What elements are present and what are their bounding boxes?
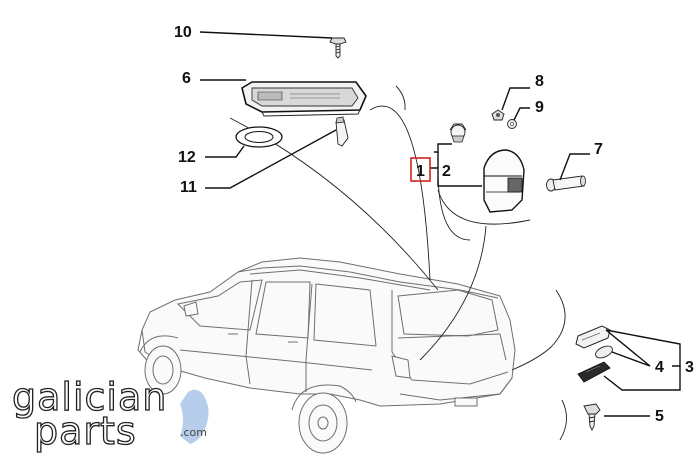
part-10-screw[interactable]	[329, 37, 347, 59]
part-2-bulb[interactable]	[449, 123, 467, 143]
leader-tail-lamp	[419, 225, 487, 361]
leader-9	[513, 107, 530, 121]
leader-1	[430, 167, 482, 187]
plate-lamp-contour	[559, 399, 567, 441]
callout-7: 7	[594, 141, 603, 158]
leader-8	[501, 87, 530, 111]
callout-1-highlight	[410, 157, 431, 182]
vehicle-illustration	[137, 257, 516, 454]
logo-line-2: parts	[34, 409, 137, 453]
logo-suffix: .com	[180, 426, 207, 439]
callout-11: 11	[180, 179, 197, 196]
callout-3: 3	[685, 359, 694, 376]
part-12-gasket[interactable]	[235, 126, 283, 148]
part-4-plate-lamp[interactable]	[575, 325, 614, 383]
tail-lamp-bracket	[437, 175, 471, 241]
part-8-screw[interactable]	[491, 109, 505, 121]
part-1-tail-lamp[interactable]	[483, 149, 525, 213]
part-5-screw[interactable]	[583, 403, 601, 432]
leader-3-lower	[650, 366, 681, 391]
leader-10	[199, 31, 333, 39]
part-11-bulb[interactable]	[335, 116, 349, 147]
leader-12	[205, 145, 245, 158]
callout-6: 6	[182, 70, 191, 87]
callout-5: 5	[655, 408, 664, 425]
callout-1: 1	[416, 163, 425, 180]
leader-7	[559, 153, 590, 181]
front-wheel	[144, 345, 182, 395]
region-map-icon	[180, 389, 209, 444]
rear-wheel	[298, 392, 348, 454]
quarter-window	[313, 283, 377, 347]
rear-window	[397, 289, 499, 337]
callout-10: 10	[174, 24, 192, 41]
leader-11	[205, 129, 337, 189]
leader-3-upper	[605, 329, 681, 367]
galicianparts-logo: galician parts .com	[11, 374, 209, 454]
callout-9: 9	[535, 99, 544, 116]
leader-roof-lamp-b	[369, 105, 431, 281]
callout-2: 2	[442, 163, 451, 180]
vehicle-tail-lamp	[391, 355, 411, 379]
logo-line-1: galician	[12, 375, 167, 419]
part-6-roof-lamp[interactable]	[241, 81, 367, 117]
tail-lamp-contour	[437, 189, 531, 225]
leader-plate-lamp	[511, 289, 566, 371]
part-9-nut[interactable]	[507, 119, 517, 129]
front-side-window	[176, 279, 263, 331]
callout-12: 12	[178, 149, 196, 166]
callout-4: 4	[655, 359, 664, 376]
leader-2-upper	[434, 143, 452, 153]
leader-4c	[603, 375, 650, 391]
callout-8: 8	[535, 73, 544, 90]
leader-4a	[605, 329, 651, 367]
rear-door-window	[255, 281, 311, 339]
leader-4b	[611, 351, 651, 367]
part-7-pin[interactable]	[546, 175, 586, 192]
roof-edge-line	[395, 85, 406, 111]
